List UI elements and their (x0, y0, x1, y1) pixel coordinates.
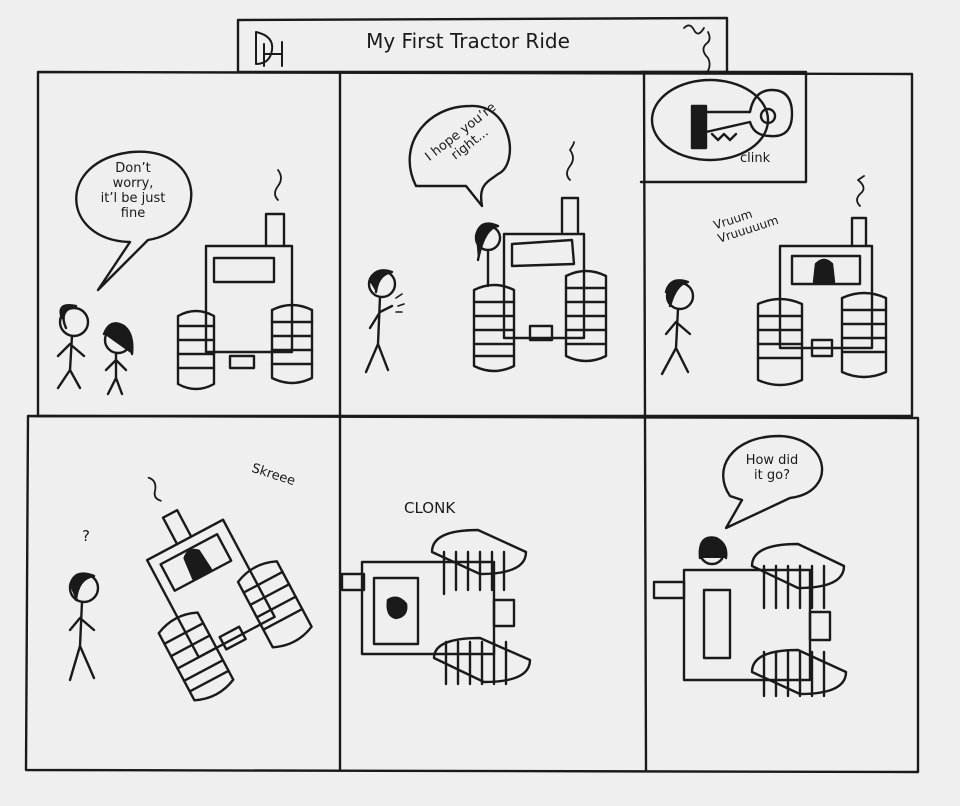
tractor (176, 169, 314, 391)
panel-divider (642, 70, 648, 772)
speech-bubble (75, 150, 193, 292)
key-icon (650, 78, 794, 162)
panel-frame (36, 70, 914, 418)
stick-figure (364, 269, 405, 374)
stick-figure-head (698, 536, 728, 566)
squiggle-icon (683, 24, 711, 75)
stick-figure (56, 304, 90, 390)
tractor-flipped (652, 542, 848, 698)
speech-text: Don’t worry, it’l be just fine (100, 161, 166, 221)
question-mark: ? (82, 527, 90, 545)
inset-sound-text: clink (740, 151, 771, 166)
speech-bubble (408, 104, 512, 208)
comic-title: My First Tractor Ride (366, 29, 570, 53)
speech-text: How did it go? (745, 453, 799, 483)
stick-figure (102, 322, 134, 396)
tractor-tilted (145, 476, 313, 702)
artist-mark (255, 31, 283, 67)
panel-frame-bottom (24, 414, 920, 774)
stick-figure (68, 572, 100, 682)
tractor (756, 175, 888, 387)
stick-figure (474, 222, 502, 288)
tractor-flipped (340, 528, 532, 686)
inset-panel (639, 70, 808, 184)
speech-bubble (722, 434, 824, 530)
sound-effect: CLONK (404, 499, 456, 517)
stick-figure (660, 279, 695, 376)
